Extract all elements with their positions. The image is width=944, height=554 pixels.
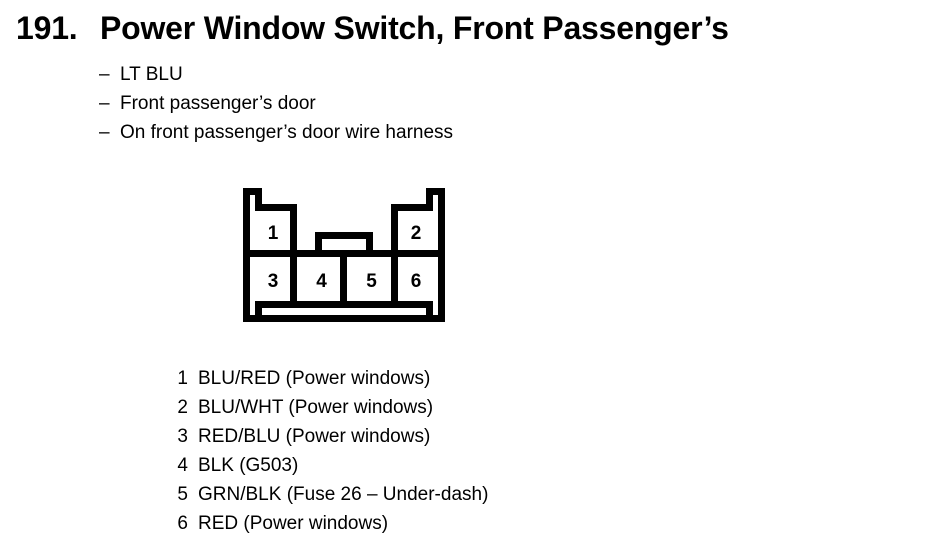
connector-pin-number-1: 1 <box>267 223 279 244</box>
pin-legend-description: RED/BLU (Power windows) <box>198 426 431 447</box>
pin-legend-number: 2 <box>177 397 188 418</box>
page-title-number: 191. <box>16 10 78 46</box>
pin-legend-number: 1 <box>177 368 188 389</box>
component-notes-list: –LT BLU –Front passenger’s door –On fron… <box>99 60 453 147</box>
connector-bottom-base <box>243 315 445 322</box>
pin-legend-number: 6 <box>177 513 188 534</box>
connector-divider-pin4-pin5 <box>340 250 347 301</box>
connector-pin-number-6: 6 <box>410 271 422 292</box>
pin-legend-row: 3 RED/BLU (Power windows) <box>168 422 488 451</box>
connector-pin-number-3: 3 <box>267 271 279 292</box>
pin-legend-number: 5 <box>177 484 188 505</box>
page-title-text: Power Window Switch, Front Passenger’s <box>100 10 729 46</box>
connector-divider-pin1-right <box>290 204 297 250</box>
note-item: –Front passenger’s door <box>99 89 453 118</box>
pin-legend-description: BLK (G503) <box>198 455 299 476</box>
note-item-label: Front passenger’s door <box>120 93 316 114</box>
page-title: 191. Power Window Switch, Front Passenger… <box>16 9 729 47</box>
pin-legend-number: 3 <box>177 426 188 447</box>
dash-bullet-icon: – <box>99 122 110 143</box>
connector-pin-number-2: 2 <box>410 223 422 244</box>
connector-top-right-ear <box>426 188 445 195</box>
note-item: –LT BLU <box>99 60 453 89</box>
connector-top-left-step <box>255 195 262 204</box>
connector-center-tab-right-post <box>366 232 373 250</box>
pin-legend-description: GRN/BLK (Fuse 26 – Under-dash) <box>198 484 489 505</box>
connector-divider-pin3-pin4 <box>290 250 297 301</box>
pin-legend-description: RED (Power windows) <box>198 513 389 534</box>
pin-legend-row: 4 BLK (G503) <box>168 451 488 480</box>
connector-top-right-step <box>426 195 433 204</box>
pin-legend-row: 6 RED (Power windows) <box>168 509 488 538</box>
connector-top-wall-pin1 <box>255 204 297 211</box>
note-item: –On front passenger’s door wire harness <box>99 118 453 147</box>
pin-legend-description: BLU/RED (Power windows) <box>198 368 431 389</box>
connector-bottom-cell-wall <box>255 301 433 308</box>
note-item-label: LT BLU <box>120 64 183 85</box>
note-item-label: On front passenger’s door wire harness <box>120 122 454 143</box>
connector-divider-pin5-pin6 <box>391 250 398 301</box>
connector-top-wall-pin2 <box>391 204 433 211</box>
connector-pin-number-4: 4 <box>316 271 327 292</box>
pin-legend-description: BLU/WHT (Power windows) <box>198 397 434 418</box>
connector-divider-pin2-left <box>391 204 398 250</box>
pin-legend-list: 1 BLU/RED (Power windows) 2 BLU/WHT (Power… <box>168 364 488 538</box>
pin-legend-number: 4 <box>177 455 188 476</box>
connector-diagram: 1 2 3 4 5 6 <box>243 186 445 326</box>
connector-pin-number-5: 5 <box>366 271 377 292</box>
connector-top-left-ear <box>243 188 262 195</box>
dash-bullet-icon: – <box>99 93 110 114</box>
connector-foot-left <box>255 301 262 322</box>
pin-legend-row: 5 GRN/BLK (Fuse 26 – Under-dash) <box>168 480 488 509</box>
dash-bullet-icon: – <box>99 64 110 85</box>
connector-center-tab-top <box>315 232 373 239</box>
connector-foot-right <box>426 301 433 322</box>
pin-legend-row: 2 BLU/WHT (Power windows) <box>168 393 488 422</box>
pin-legend-row: 1 BLU/RED (Power windows) <box>168 364 488 393</box>
connector-center-tab-left-post <box>315 232 322 250</box>
